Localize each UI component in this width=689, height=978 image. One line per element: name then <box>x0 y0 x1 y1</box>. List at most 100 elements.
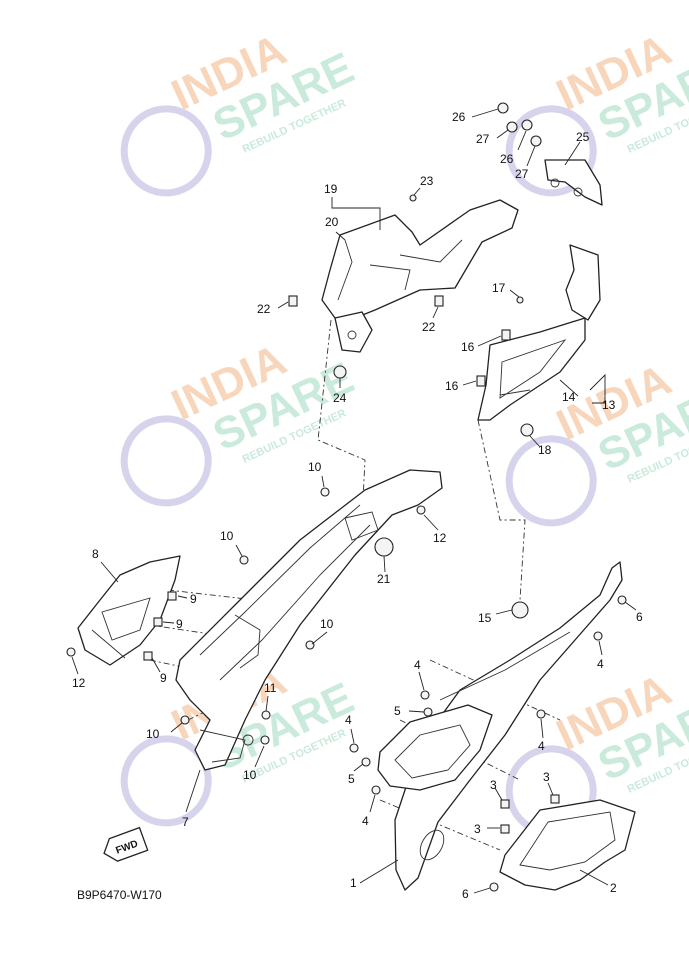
part-rear-bracket <box>565 244 601 321</box>
nut-3c <box>500 824 510 834</box>
screw-6b <box>489 882 499 892</box>
fwd-arrow: FWD <box>103 826 149 862</box>
callout-9: 9 <box>176 617 183 631</box>
nut-9a <box>167 591 177 601</box>
part-upper-side-cover <box>321 199 519 353</box>
callout-7: 7 <box>182 815 189 829</box>
clip-5b <box>361 757 371 767</box>
callout-6: 6 <box>462 887 469 901</box>
diagram-code: B9P6470-W170 <box>77 888 162 902</box>
callout-14: 14 <box>562 390 576 404</box>
bolt-26a <box>497 102 509 114</box>
watermark-mid-left: INDIA SPARE REBUILD TOGETHER <box>120 335 361 507</box>
part-side-plate-2 <box>499 799 636 891</box>
grommet-21 <box>374 537 394 557</box>
callout-8: 8 <box>92 547 99 561</box>
callout-24: 24 <box>333 391 347 405</box>
screw-10d <box>180 715 190 725</box>
nut-16b <box>476 375 486 387</box>
callout-10: 10 <box>146 727 160 741</box>
callout-12: 12 <box>72 676 86 690</box>
callout-15: 15 <box>478 611 492 625</box>
bolt-26b <box>521 119 533 131</box>
callout-19: 19 <box>324 182 338 196</box>
callout-20: 20 <box>325 215 339 229</box>
screw-4e <box>371 785 381 795</box>
callout-26: 26 <box>452 110 466 124</box>
bolt-18 <box>520 423 534 437</box>
clip-12a <box>416 505 426 515</box>
callout-25: 25 <box>576 130 590 144</box>
washer-27b <box>530 135 542 147</box>
callout-26: 26 <box>500 152 514 166</box>
callout-18: 18 <box>538 443 552 457</box>
fasteners <box>66 102 627 892</box>
callout-16: 16 <box>445 379 459 393</box>
callout-9: 9 <box>160 671 167 685</box>
callout-12: 12 <box>433 531 447 545</box>
part-side-panel-14 <box>477 317 586 421</box>
callout-10: 10 <box>308 460 322 474</box>
nut-9c <box>143 651 153 661</box>
callout-22: 22 <box>257 302 271 316</box>
callout-4: 4 <box>362 814 369 828</box>
screw-6a <box>617 595 627 605</box>
screw-10b <box>239 555 249 565</box>
callout-labels: 26 27 26 27 25 23 19 20 22 22 24 17 16 1… <box>72 110 643 901</box>
part-side-cover-1 <box>377 561 623 891</box>
nut-3b <box>550 794 560 804</box>
callout-9: 9 <box>190 592 197 606</box>
callout-10: 10 <box>220 529 234 543</box>
watermark-top-left: INDIA SPARE REBUILD TOGETHER <box>120 25 361 197</box>
washer-27a <box>506 121 518 133</box>
screw-10a <box>320 487 330 497</box>
callout-4: 4 <box>538 739 545 753</box>
callout-4: 4 <box>414 658 421 672</box>
screw-4a <box>593 631 603 641</box>
screw-4b <box>420 690 430 700</box>
callout-4: 4 <box>345 713 352 727</box>
grommet-15 <box>511 601 529 619</box>
callout-23: 23 <box>420 174 434 188</box>
callout-10: 10 <box>320 617 334 631</box>
screw-17 <box>516 296 524 304</box>
part-small-cover-8 <box>77 555 181 666</box>
screw-10c <box>305 640 315 650</box>
callout-13: 13 <box>602 398 616 412</box>
callout-21: 21 <box>377 572 391 586</box>
callout-3: 3 <box>474 822 481 836</box>
callout-17: 17 <box>492 281 506 295</box>
watermark-bottom-right: INDIA SPARE REBUILD TOGETHER <box>505 665 689 837</box>
callout-1: 1 <box>350 876 357 890</box>
callout-22: 22 <box>422 320 436 334</box>
callout-10: 10 <box>243 768 257 782</box>
bolt-24 <box>333 365 347 379</box>
callout-27: 27 <box>515 167 529 181</box>
part-frame-cover-7 <box>175 469 443 771</box>
callout-5: 5 <box>394 704 401 718</box>
callout-11: 11 <box>264 681 277 695</box>
nut-9b <box>153 617 163 627</box>
callout-5: 5 <box>348 772 355 786</box>
nut-3a <box>500 799 510 809</box>
nut-22a <box>288 295 298 307</box>
callout-4: 4 <box>597 657 604 671</box>
clip-5a <box>423 707 433 717</box>
part-upper-bracket-25 <box>544 159 603 206</box>
leader-lines <box>71 108 637 894</box>
callout-6: 6 <box>636 610 643 624</box>
screw-10e <box>260 735 270 745</box>
callout-27: 27 <box>476 132 490 146</box>
screw-23 <box>409 194 417 202</box>
clip-12b <box>66 647 76 657</box>
callout-16: 16 <box>461 340 475 354</box>
nut-16a <box>501 329 511 341</box>
screw-4c <box>536 709 546 719</box>
callout-3: 3 <box>543 770 550 784</box>
watermark: INDIA SPARE REBUILD TOGETHER INDIA SPARE… <box>120 25 689 837</box>
callout-2: 2 <box>610 881 617 895</box>
screw-4d <box>349 743 359 753</box>
callout-3: 3 <box>490 778 497 792</box>
nut-22b <box>434 295 444 307</box>
